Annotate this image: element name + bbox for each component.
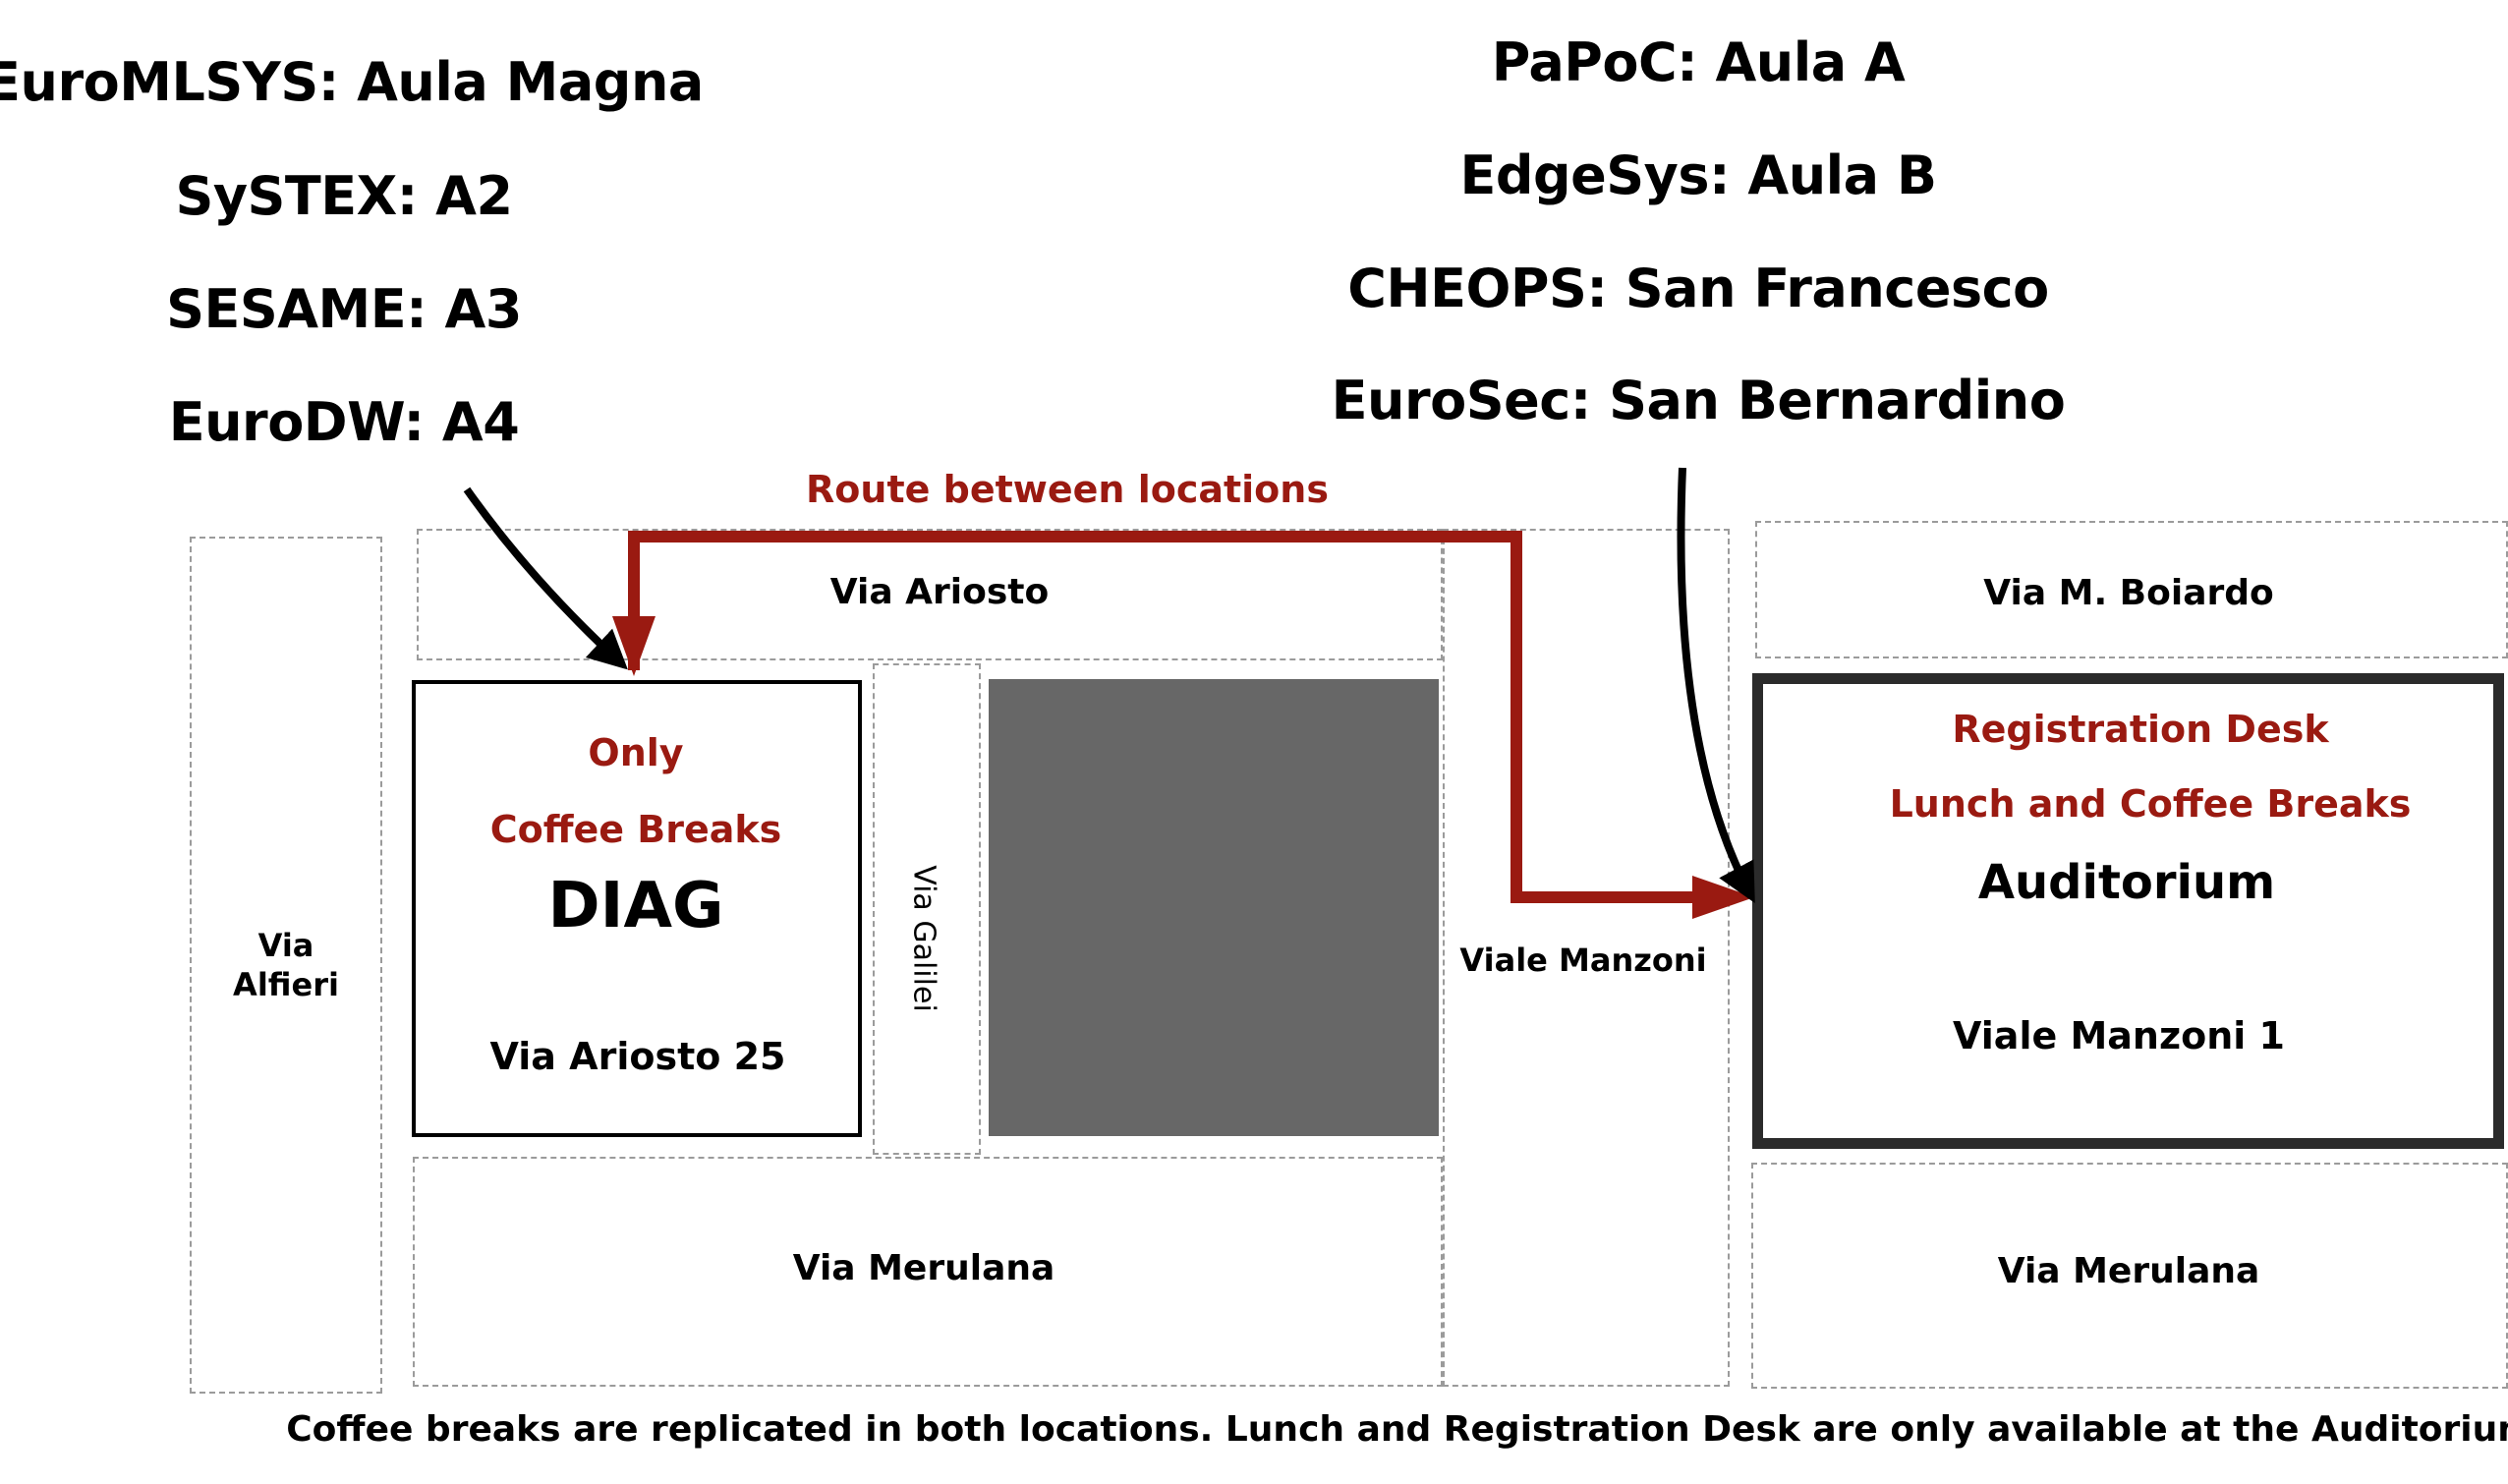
route-line	[628, 531, 1710, 903]
session-eurodw: EuroDW: A4	[168, 391, 520, 453]
street-via-ariosto: Via Ariosto	[829, 572, 1050, 612]
via-merulana-left-strip	[413, 1157, 1443, 1387]
route-arrowhead-diag	[612, 616, 656, 676]
auditorium-note-lunch: Lunch and Coffee Breaks	[1889, 782, 2412, 826]
auditorium-note-registration: Registration Desk	[1952, 708, 2329, 751]
via-alfieri-strip	[190, 537, 382, 1394]
via-boiardo-strip	[1755, 521, 2508, 658]
diag-name: DIAG	[547, 870, 724, 942]
diag-building	[412, 680, 862, 1137]
auditorium-name: Auditorium	[1977, 855, 2276, 910]
session-cheops: CHEOPS: San Francesco	[1347, 257, 2049, 319]
auditorium-address: Viale Manzoni 1	[1953, 1014, 2285, 1057]
session-systex: SySTEX: A2	[175, 165, 513, 227]
auditorium-building	[1752, 673, 2504, 1149]
session-sesame: SESAME: A3	[166, 278, 522, 340]
street-via-boiardo: Via M. Boiardo	[1983, 573, 2274, 613]
street-via-merulana-left: Via Merulana	[792, 1248, 1055, 1288]
pointer-arrow-diag	[463, 486, 628, 670]
street-via-galilei: Via Galilei	[906, 865, 941, 1012]
street-viale-manzoni: Viale Manzoni	[1459, 942, 1707, 979]
street-via-merulana-right: Via Merulana	[1997, 1251, 2260, 1291]
diag-note-coffee: Coffee Breaks	[489, 808, 782, 851]
street-via-alfieri: Via Alfieri	[233, 927, 339, 1003]
session-papoc: PaPoC: Aula A	[1491, 31, 1906, 93]
viale-manzoni-strip	[1443, 529, 1730, 1387]
diag-address: Via Ariosto 25	[489, 1035, 786, 1078]
pointer-arrow-auditorium	[1677, 467, 1755, 904]
city-block	[989, 679, 1439, 1136]
via-galilei-strip	[873, 663, 981, 1155]
diag-note-only: Only	[588, 731, 684, 774]
footer-note: Coffee breaks are replicated in both loc…	[286, 1409, 2508, 1450]
route-label: Route between locations	[806, 468, 1329, 511]
session-eurosec: EuroSec: San Bernardino	[1331, 370, 2066, 431]
session-euromlsys: EuroMLSYS: Aula Magna	[0, 51, 704, 113]
via-merulana-right-strip	[1751, 1163, 2508, 1389]
session-edgesys: EdgeSys: Aula B	[1459, 144, 1937, 206]
via-ariosto-strip	[417, 529, 1443, 660]
